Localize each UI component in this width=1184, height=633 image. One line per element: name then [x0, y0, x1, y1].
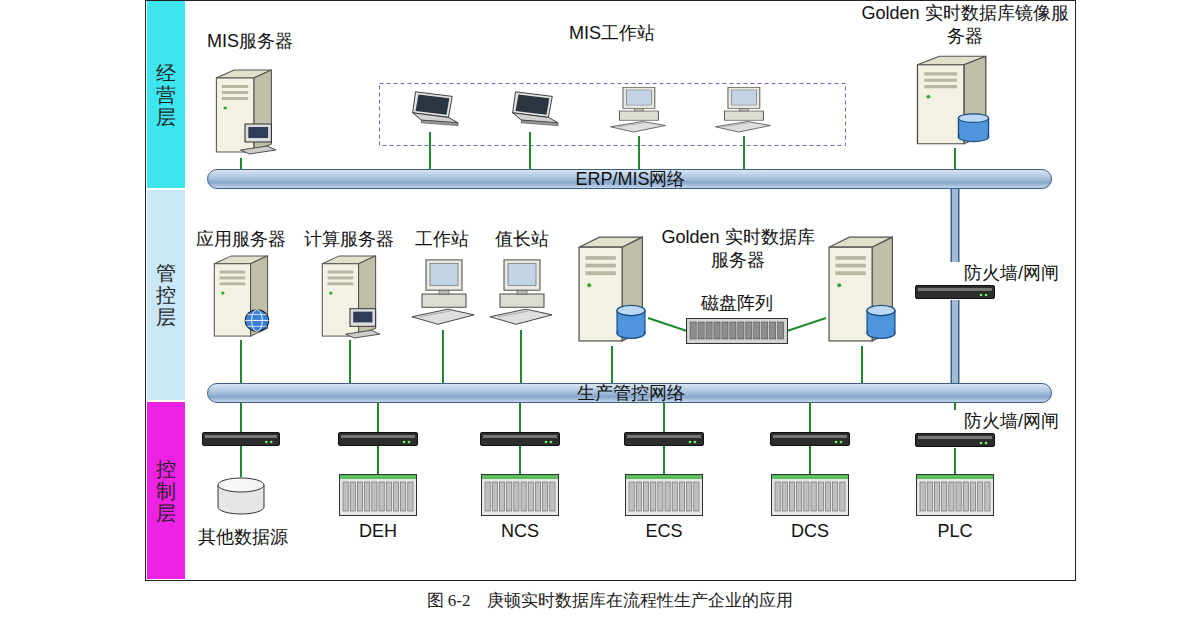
- figure-caption: 图 6-2 庚顿实时数据库在流程性生产企业的应用: [300, 589, 920, 612]
- device-label: 值长站: [484, 228, 560, 251]
- network-link: [521, 330, 522, 383]
- device-node: NCS: [470, 432, 570, 544]
- device-node: ECS: [614, 432, 714, 544]
- device-label: NCS: [470, 520, 570, 543]
- network-link: [241, 158, 242, 169]
- device-label: 应用服务器: [183, 228, 299, 251]
- network-link: [241, 340, 242, 383]
- device-node: DCS: [760, 432, 860, 544]
- device-node: 其他数据源: [188, 432, 298, 554]
- network-link: [612, 346, 613, 383]
- network-label: ERP/MIS网络: [208, 169, 1053, 189]
- network-bus: 生产管控网络: [207, 383, 1052, 403]
- device-icon: [860, 2, 1070, 148]
- network-pipe: [955, 300, 956, 383]
- device-node: 防火墙/网闸: [912, 410, 1074, 448]
- network-link: [955, 148, 956, 169]
- device-node: 计算服务器: [297, 228, 401, 340]
- network-link: [350, 340, 351, 383]
- network-link: [639, 146, 640, 169]
- device-node: 值长站: [484, 228, 560, 330]
- frame-border: [146, 1, 1076, 581]
- device-label: Golden 实时数据库镜像服务器: [860, 2, 1070, 47]
- network-link: [430, 146, 431, 169]
- network-link: [378, 403, 379, 432]
- device-node: DEH: [328, 432, 428, 544]
- layer-band: 控制层: [147, 402, 185, 579]
- device-node: MIS工作站: [378, 22, 846, 146]
- network-bus: ERP/MIS网络: [207, 169, 1052, 189]
- device-node: 应用服务器: [183, 228, 299, 340]
- network-pipe: [955, 189, 956, 262]
- network-link: [955, 403, 956, 410]
- layer-label: 管控层: [156, 262, 176, 328]
- device-label: 工作站: [404, 228, 480, 251]
- device-node: 磁盘阵列: [686, 292, 788, 344]
- layer-band: 管控层: [147, 190, 185, 400]
- device-label: PLC: [905, 520, 1005, 543]
- device-node: 工作站: [404, 228, 480, 330]
- device-node: 防火墙/网闸: [912, 262, 1074, 300]
- device-label: 其他数据源: [188, 526, 298, 549]
- layer-label: 控制层: [156, 458, 176, 524]
- device-label: 磁盘阵列: [686, 292, 788, 315]
- layer-label: 经营层: [156, 62, 176, 128]
- device-label: 计算服务器: [297, 228, 401, 251]
- device-label: 防火墙/网闸: [964, 410, 1072, 433]
- device-label: Golden 实时数据库服务器: [658, 226, 818, 271]
- network-link: [530, 146, 531, 169]
- device-node: MIS服务器: [195, 30, 305, 158]
- network-link: [443, 330, 444, 383]
- layer-band: 经营层: [147, 1, 185, 188]
- network-link: [955, 448, 956, 474]
- device-label: DCS: [760, 520, 860, 543]
- network-link: [520, 403, 521, 432]
- device-label: MIS服务器: [195, 30, 305, 53]
- network-link: [241, 403, 242, 432]
- device-node: Golden 实时数据库服务器磁盘阵列: [572, 226, 904, 346]
- network-link: [664, 403, 665, 432]
- network-link: [810, 403, 811, 432]
- device-node: PLC: [905, 474, 1005, 544]
- device-node: Golden 实时数据库镜像服务器: [860, 2, 1070, 148]
- network-link: [744, 146, 745, 169]
- device-label: MIS工作站: [378, 22, 846, 45]
- network-label: 生产管控网络: [208, 383, 1053, 403]
- device-label: 防火墙/网闸: [964, 262, 1072, 285]
- network-link: [862, 346, 863, 383]
- device-label: DEH: [328, 520, 428, 543]
- device-label: ECS: [614, 520, 714, 543]
